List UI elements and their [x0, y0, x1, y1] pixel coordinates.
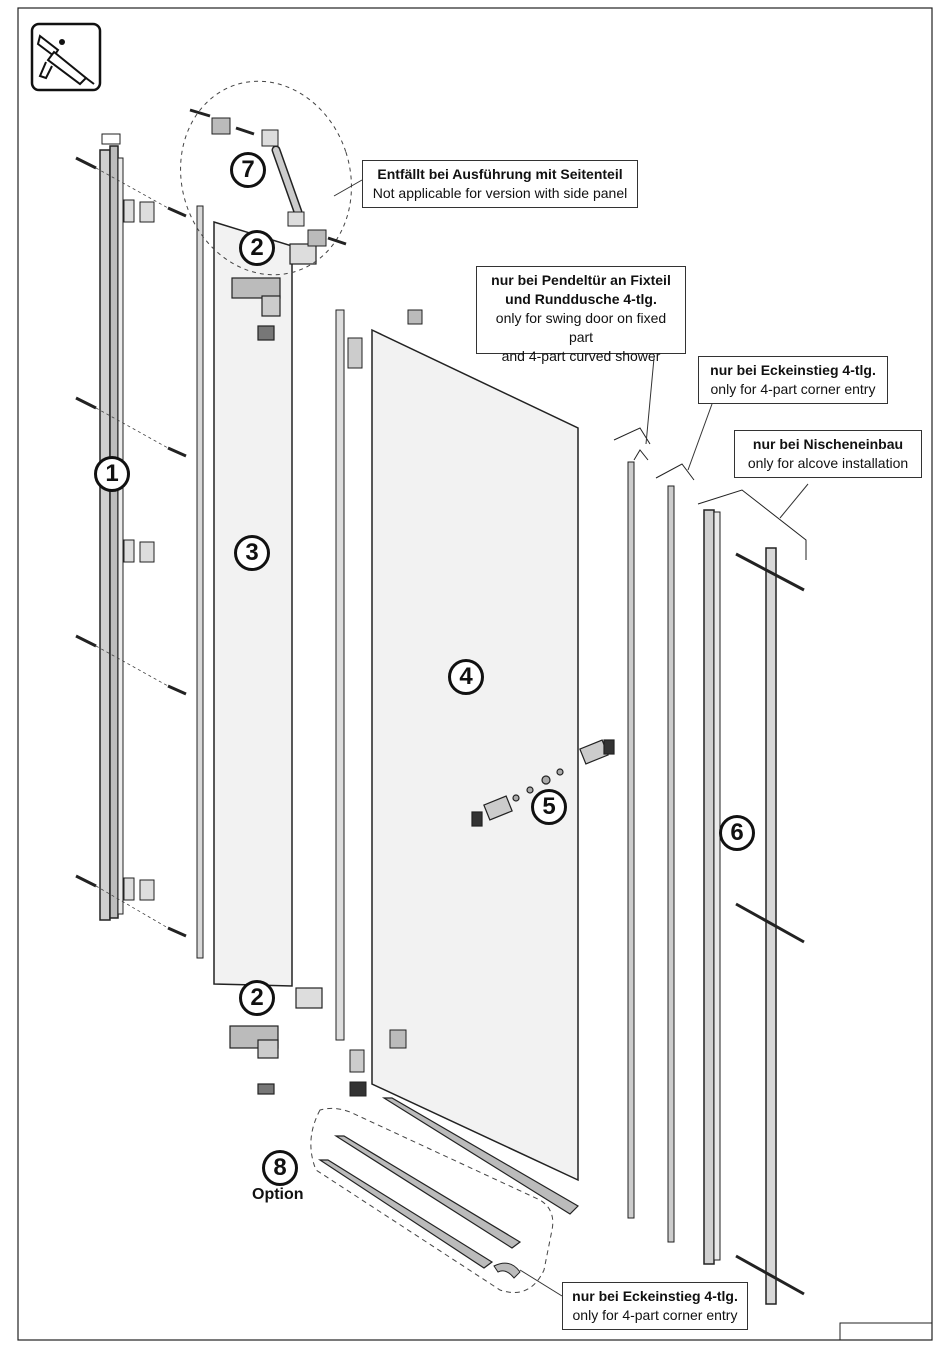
callout-corner-entry-bottom-en: only for 4-part corner entry — [572, 1307, 738, 1323]
part-number-5: 5 — [531, 789, 567, 825]
part-number-1: 1 — [94, 456, 130, 492]
part-number-7: 7 — [230, 152, 266, 188]
hinge-2-bottom — [229, 987, 323, 1095]
part-number-4: 4 — [448, 659, 484, 695]
callout-swing-door: nur bei Pendeltür an Fixteil und Runddus… — [476, 266, 686, 364]
part-number-2-top: 2 — [239, 230, 275, 266]
wall-profile-6 — [697, 489, 807, 1305]
part-number-6: 6 — [719, 815, 755, 851]
callout-swing-door-de-2: und Runddusche 4-tlg. — [505, 291, 657, 307]
hinge-2-top — [231, 243, 317, 341]
dashed-leaders-1 — [95, 167, 169, 929]
callout-swing-door-de-1: nur bei Pendeltür an Fixteil — [491, 272, 671, 288]
profile-corner-entry — [655, 463, 695, 1243]
door-seal — [335, 309, 345, 1041]
door-glass-4 — [347, 309, 579, 1182]
corner-box — [839, 1322, 933, 1341]
callout-corner-entry-bottom-de: nur bei Eckeinstieg 4-tlg. — [572, 1288, 738, 1304]
leader-corner-entry-bottom — [519, 1269, 563, 1297]
profile-swing-door — [613, 427, 651, 1219]
part-number-2-bottom: 2 — [239, 980, 275, 1016]
callout-swing-door-en-1: only for swing door on fixed part — [495, 310, 667, 345]
callout-alcove-en: only for alcove installation — [747, 455, 909, 471]
option-label: Option — [252, 1186, 304, 1203]
page-frame — [17, 7, 933, 1341]
callout-swing-door-en-2: and 4-part curved shower — [501, 348, 661, 364]
callout-side-panel: Entfällt bei Ausführung mit Seitenteil N… — [362, 160, 638, 208]
callout-corner-entry-bottom: nur bei Eckeinstieg 4-tlg. only for 4-pa… — [562, 1282, 748, 1330]
seal-strip — [196, 205, 204, 959]
handle-5 — [471, 739, 615, 827]
callout-corner-entry-top-en: only for 4-part corner entry — [710, 381, 876, 397]
glass-panel-3 — [213, 220, 293, 987]
leader-alcove — [779, 483, 809, 519]
callout-corner-entry-top-de: nur bei Eckeinstieg 4-tlg. — [710, 362, 876, 378]
stabiliser-group-7 — [180, 80, 352, 276]
bottom-profile-door — [381, 1097, 579, 1215]
wall-screws-1 — [75, 156, 187, 938]
silicone-gun-icon — [30, 22, 102, 92]
leader-swing-door — [645, 357, 655, 445]
part-number-8: 8 — [262, 1150, 298, 1186]
wall-profile-1 — [99, 133, 124, 921]
leader-7 — [333, 179, 363, 197]
callout-side-panel-de: Entfällt bei Ausführung mit Seitenteil — [377, 166, 623, 182]
callout-alcove: nur bei Nischeneinbau only for alcove in… — [734, 430, 922, 478]
callout-corner-entry-top: nur bei Eckeinstieg 4-tlg. only for 4-pa… — [698, 356, 888, 404]
callout-alcove-de: nur bei Nischeneinbau — [752, 436, 904, 452]
floor-profiles-8 — [310, 1107, 554, 1293]
part-number-3: 3 — [234, 535, 270, 571]
leader-corner-entry — [687, 403, 713, 471]
callout-side-panel-en: Not applicable for version with side pan… — [372, 185, 628, 201]
